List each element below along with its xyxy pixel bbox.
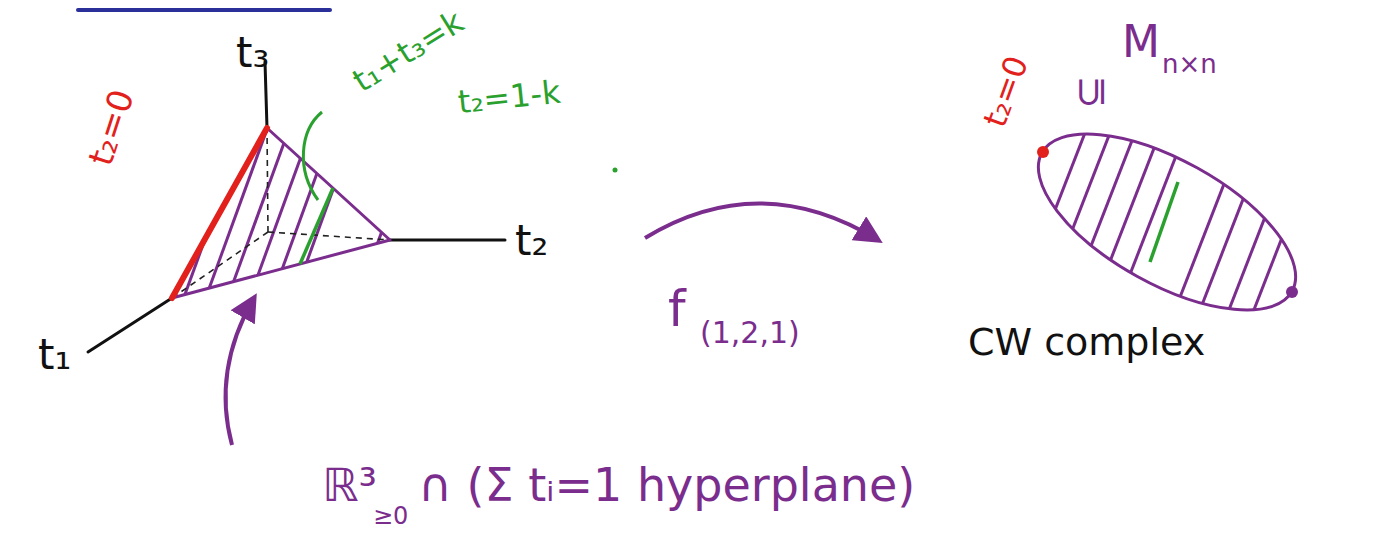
matrix-subscript: n×n bbox=[1162, 50, 1217, 79]
simplex-hatching bbox=[150, 110, 448, 330]
vertex-dot bbox=[1286, 286, 1298, 298]
subset-symbol: ⊆ bbox=[1068, 75, 1112, 109]
leader-line bbox=[303, 112, 322, 200]
face-edge bbox=[172, 128, 267, 298]
level-label: t₁+t₃=k bbox=[347, 5, 470, 100]
cw-complex bbox=[1012, 98, 1322, 345]
axis-label: t₂ bbox=[515, 218, 548, 264]
level-label: t₂=1-k bbox=[456, 75, 562, 121]
map-subscript: (1,2,1) bbox=[700, 316, 800, 349]
callout-arrow bbox=[226, 298, 254, 445]
simplex-subscript: ≥0 bbox=[373, 503, 408, 529]
axis-label: t₃ bbox=[236, 30, 269, 76]
simplex-edge bbox=[172, 128, 390, 298]
underline bbox=[78, 8, 330, 12]
level-image bbox=[1150, 182, 1178, 262]
vertex-dot bbox=[1037, 146, 1049, 158]
axis-label: t₁ bbox=[38, 332, 71, 378]
dot bbox=[613, 168, 618, 173]
map-arrow bbox=[645, 203, 878, 240]
face-label: t₂=0 bbox=[82, 86, 141, 171]
complex-label: CW complex bbox=[968, 322, 1205, 364]
simplex-label: ∩ (Σ tᵢ=1 hyperplane) bbox=[418, 460, 915, 511]
face-label: t₂=0 bbox=[977, 52, 1035, 132]
matrix-space: M bbox=[1122, 18, 1160, 66]
map-name: f bbox=[668, 282, 686, 337]
hidden-axes bbox=[172, 128, 390, 298]
simplex-label: ℝ³ bbox=[322, 460, 377, 511]
axes bbox=[88, 62, 505, 352]
